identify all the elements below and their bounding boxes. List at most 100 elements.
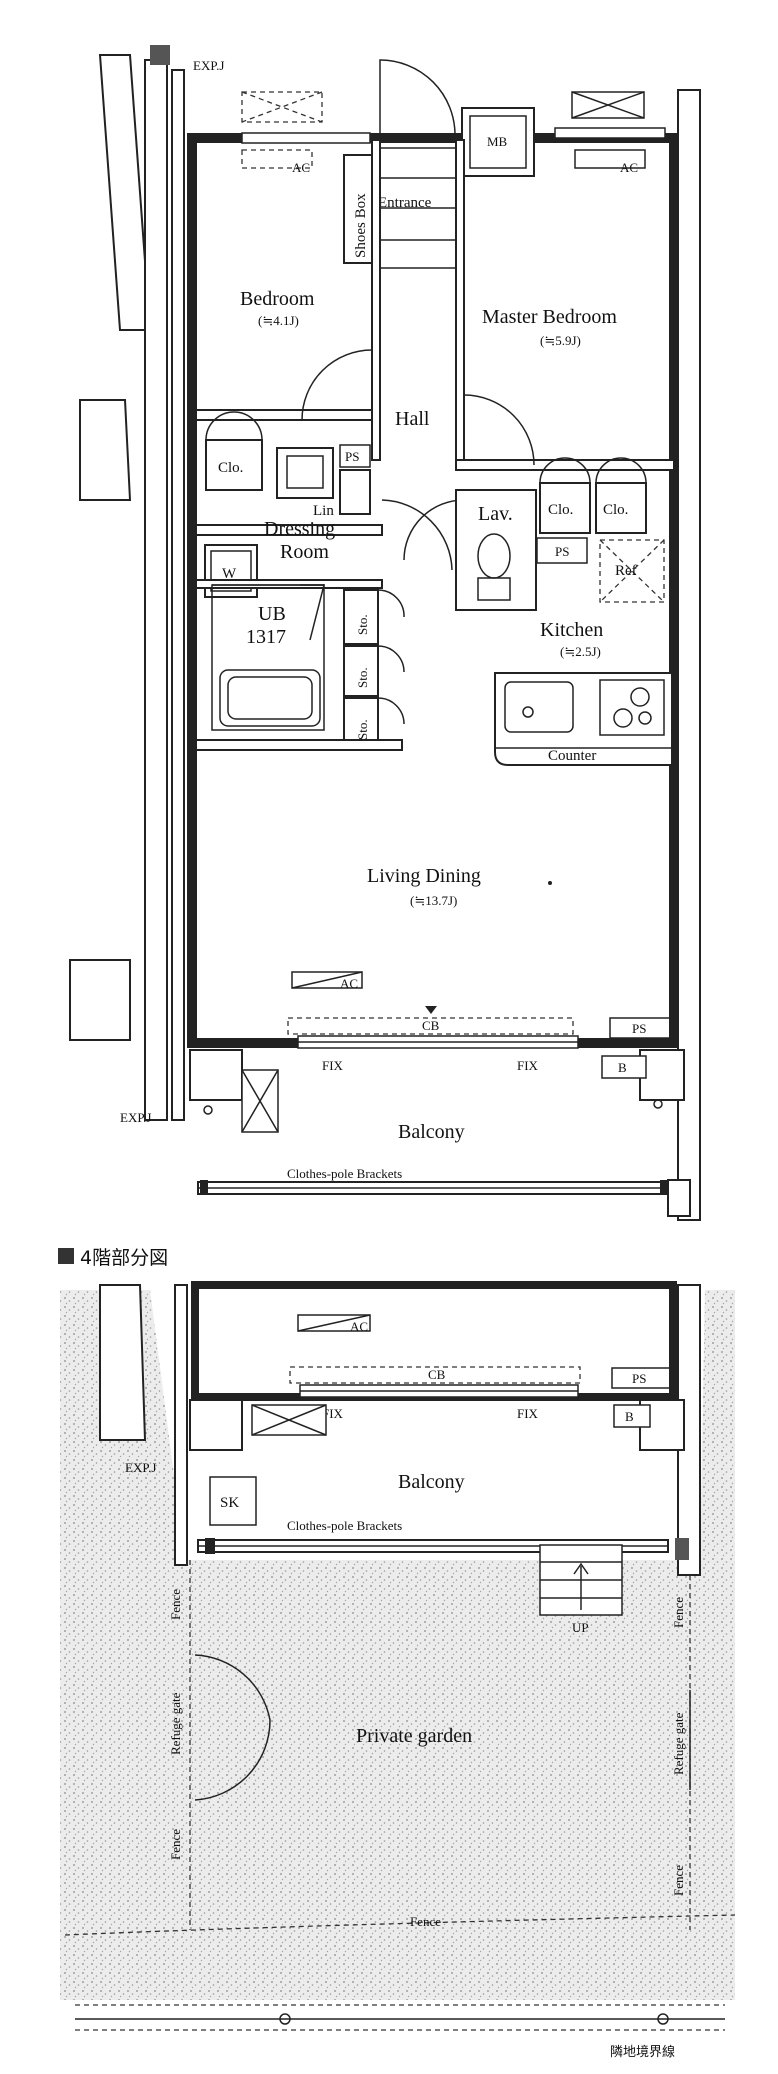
linen-label: Lin bbox=[313, 503, 334, 519]
ref-label: Ref bbox=[615, 563, 637, 579]
ps-box-4f bbox=[611, 1367, 671, 1389]
entrance-label: Entrance bbox=[378, 195, 432, 211]
storage-1-label: Sto. bbox=[355, 614, 370, 635]
left-inner-wall bbox=[171, 69, 185, 1121]
heading-square bbox=[58, 1248, 74, 1264]
cb-cabinet-4f bbox=[289, 1366, 581, 1384]
entrance-door[interactable] bbox=[379, 59, 456, 136]
fix-label-left-4f: FIX bbox=[322, 1406, 344, 1421]
balcony-label-4f: Balcony bbox=[398, 1471, 465, 1493]
bedroom-closet bbox=[205, 439, 263, 491]
window-bedroom bbox=[241, 132, 371, 144]
fence-label-right-top: Fence bbox=[671, 1597, 686, 1628]
fix-label-right: FIX bbox=[517, 1058, 539, 1073]
storage-3-label: Sto. bbox=[355, 719, 370, 740]
refuge-gate-left[interactable] bbox=[194, 1654, 271, 1801]
master-bedroom-size: (≒5.9J) bbox=[540, 333, 581, 348]
master-closet-2 bbox=[595, 482, 647, 534]
right-exterior-wall bbox=[677, 89, 701, 1221]
ac-label-bedroom: AC bbox=[292, 160, 310, 175]
fix-label-right-4f: FIX bbox=[517, 1406, 539, 1421]
mb-box bbox=[461, 107, 535, 177]
sk-label: SK bbox=[220, 1495, 239, 1511]
ps-box-lav bbox=[536, 537, 588, 564]
ac-label-4f: AC bbox=[350, 1319, 368, 1334]
lower-left-inner-wall bbox=[174, 1284, 188, 1566]
ub-label-1: UB bbox=[258, 603, 286, 625]
lav-room bbox=[455, 489, 537, 611]
left-wavy-wall-1 bbox=[79, 399, 132, 501]
clothes-pole-label-4f: Clothes-pole Brackets bbox=[287, 1518, 402, 1533]
living-dining-label: Living Dining bbox=[367, 865, 481, 887]
partition-bedroom-bottom bbox=[195, 409, 373, 421]
ps-box-living bbox=[609, 1017, 671, 1039]
fence-label-right-bottom: Fence bbox=[671, 1865, 686, 1896]
dressing-room-door[interactable] bbox=[381, 499, 453, 571]
ub-label-2: 1317 bbox=[246, 626, 286, 648]
master-closet-2-label: Clo. bbox=[603, 502, 628, 518]
b-label-upper: B bbox=[618, 1060, 627, 1075]
ac-unit-living bbox=[291, 971, 363, 989]
sk-box bbox=[209, 1476, 257, 1526]
boundary-label: 隣地境界線 bbox=[610, 2044, 675, 2059]
left-wavy-wall-2 bbox=[69, 959, 131, 1041]
linen-box bbox=[339, 469, 371, 515]
bedroom-label: Bedroom bbox=[240, 288, 315, 310]
dressing-room-label-1: Dressing bbox=[264, 518, 335, 540]
partition-dressing-top bbox=[195, 524, 383, 536]
mb-label: MB bbox=[487, 134, 508, 149]
left-exterior-wall bbox=[98, 54, 152, 331]
fix-label-left: FIX bbox=[322, 1058, 344, 1073]
balcony-upper: B bbox=[189, 1049, 691, 1217]
refuge-gate-label-right: Refuge gate bbox=[671, 1712, 686, 1775]
expj-marker-top bbox=[150, 45, 170, 65]
partition-hall-right bbox=[455, 139, 465, 461]
kitchen-size: (≒2.5J) bbox=[560, 644, 601, 659]
shoes-box-label: Shoes Box bbox=[353, 193, 369, 258]
cb-cabinet bbox=[287, 1017, 574, 1035]
ps-label-hall: PS bbox=[345, 449, 359, 464]
lav-label: Lav. bbox=[478, 503, 513, 525]
hall-label: Hall bbox=[395, 408, 430, 430]
window-master bbox=[554, 127, 666, 139]
living-dining-size: (≒13.7J) bbox=[410, 893, 457, 908]
refrigerator bbox=[599, 539, 665, 603]
partition-master-bottom bbox=[455, 459, 675, 471]
master-bedroom-label: Master Bedroom bbox=[482, 306, 617, 328]
cb-label-4f: CB bbox=[428, 1367, 446, 1382]
storage-1 bbox=[343, 589, 379, 645]
expj-label-4f: EXP.J bbox=[125, 1460, 156, 1475]
counter-label: Counter bbox=[548, 748, 596, 764]
section-heading: 4階部分図 bbox=[80, 1247, 168, 1269]
master-bedroom-door[interactable] bbox=[463, 394, 535, 466]
washer-label: W bbox=[222, 566, 237, 582]
refuge-gate-label-left: Refuge gate bbox=[168, 1692, 183, 1755]
fence-label-left-bottom: Fence bbox=[168, 1829, 183, 1860]
lav-door[interactable] bbox=[403, 499, 465, 561]
partition-hall-left bbox=[371, 139, 381, 461]
clothes-pole-label: Clothes-pole Brackets bbox=[287, 1166, 402, 1181]
lower-left-wall bbox=[99, 1284, 147, 1441]
kitchen-label: Kitchen bbox=[540, 619, 603, 641]
bedroom-door[interactable] bbox=[301, 349, 373, 421]
ps-label-living: PS bbox=[632, 1021, 646, 1036]
master-closet-1 bbox=[539, 482, 591, 534]
balcony-label: Balcony bbox=[398, 1121, 465, 1143]
expj-label-top: EXP.J bbox=[193, 58, 224, 73]
b-label-4f: B bbox=[625, 1409, 634, 1424]
dressing-room-label-2: Room bbox=[280, 541, 329, 563]
kitchen-counter bbox=[494, 672, 673, 766]
left-corridor-wall bbox=[144, 59, 168, 1121]
lower-plan: AC CB PS FIX FIX B EXP.J SK Balcony Clot… bbox=[60, 1281, 736, 2059]
partition-ub-top bbox=[195, 579, 383, 589]
up-label: UP bbox=[572, 1620, 589, 1635]
ps-label-4f: PS bbox=[632, 1371, 646, 1386]
fence-label-left-top: Fence bbox=[168, 1589, 183, 1620]
ac-unit-4f bbox=[297, 1314, 371, 1332]
bedroom-closet-label: Clo. bbox=[218, 460, 243, 476]
partition-living-top-left bbox=[195, 739, 403, 751]
storage-2 bbox=[343, 645, 379, 697]
entrance-steps bbox=[380, 147, 458, 269]
ps-label-lav: PS bbox=[555, 544, 569, 559]
